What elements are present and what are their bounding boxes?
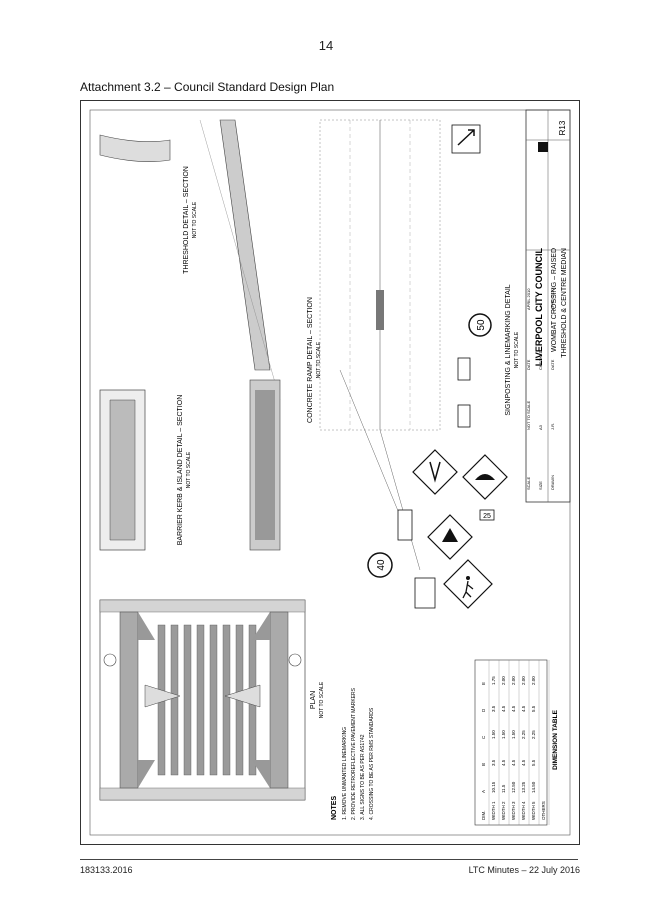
sign-25: 25 (483, 513, 491, 520)
dimension-table: DIM. A B C D E WIDTH 1 10.15 3.5 1.50 3.5 1.75WIDTH… (474, 659, 559, 826)
title-block-cell: DATE (550, 359, 555, 370)
dimension-cell: 5.5 (531, 705, 536, 712)
zebra-stripe (222, 624, 231, 776)
dimension-cell: WIDTH 2 (501, 801, 506, 820)
dimension-cell: 4.5 (511, 705, 516, 712)
signposting-scale: NOT TO SCALE (514, 331, 520, 368)
signposting-label: SIGNPOSTING & LINEMARKING DETAIL (505, 284, 512, 415)
signs-cluster: 25 40 (367, 449, 508, 609)
title-block-cell: A3 (538, 424, 543, 430)
crossing-ahead-sign (414, 577, 436, 609)
dimension-cell: 13.25 (521, 781, 526, 793)
title-block-cell: DATE (526, 359, 531, 370)
ramp-label: CONCRETE RAMP DETAIL – SECTION (307, 297, 314, 423)
title-block: R13 LIVERPOOL CITY COUNCIL WOMBAT CROSSI… (525, 109, 571, 503)
plan-view: PLAN NOT TO SCALE (99, 599, 325, 801)
note-line: 4. CROSSING TO BE AS PER RMS STANDARDS (369, 707, 375, 820)
dimension-cell: 2.00 (531, 676, 536, 685)
dimension-cell: 14.50 (531, 781, 536, 793)
drawing-number: R13 (558, 120, 567, 135)
no-overtaking-sign (457, 404, 471, 428)
footer-rule (80, 859, 578, 860)
title-block-cell: APRIL 2010 (526, 288, 531, 310)
title-block-cell: L.K. (538, 303, 543, 310)
dimension-cell: WIDTH 5 (531, 801, 536, 820)
dimension-header-cell: DIM. (481, 811, 486, 821)
keep-right-sign (451, 124, 481, 154)
threshold-label: THRESHOLD DETAIL – SECTION (183, 166, 190, 274)
pedestrian-warning-sign (412, 449, 458, 495)
zebra-stripe (183, 624, 192, 776)
zebra-stripe (196, 624, 205, 776)
dimension-cell: WIDTH 4 (521, 801, 526, 820)
dimension-header-cell: A (481, 790, 486, 793)
zebra-stripe (209, 624, 218, 776)
dimension-cell: 1.50 (491, 730, 496, 739)
drawing-title-2: THRESHOLD & CENTRE MEDIAN (561, 248, 568, 358)
dimension-cell: 12.50 (511, 781, 516, 793)
plan-scale: NOT TO SCALE (319, 681, 325, 718)
footer-reference: 183133.2016 (80, 865, 133, 875)
dimension-header-cell: E (481, 682, 486, 685)
dimension-cell: 1.75 (491, 676, 496, 685)
council-name: LIVERPOOL CITY COUNCIL (534, 248, 544, 367)
dimension-cell: 1.50 (501, 730, 506, 739)
title-block-cell: SCALE (526, 477, 531, 490)
dimension-cell: 11.5 (501, 784, 506, 793)
title-block-cell: CHECKED (538, 350, 543, 370)
dimension-header-cell: B (481, 763, 486, 766)
threshold-scale: NOT TO SCALE (192, 201, 198, 238)
dimension-cell: 2.25 (521, 730, 526, 739)
page-number: 14 (318, 38, 334, 53)
dimension-cell: 4.5 (511, 759, 516, 766)
speed-40-label: 40 (376, 559, 387, 571)
dimension-cell: 5.5 (531, 759, 536, 766)
kerb-scale: NOT TO SCALE (186, 451, 192, 488)
dimension-header-cell: C (481, 735, 486, 739)
footer-minutes: LTC Minutes – 22 July 2016 (468, 865, 580, 875)
note-line: 1. REMOVE UNWANTED LINEMARKING (342, 727, 348, 820)
dimension-cell: 1.50 (511, 730, 516, 739)
speed-50-label: 50 (476, 319, 487, 331)
dimension-header-cell: D (481, 708, 486, 712)
kerb-label: BARRIER KERB & ISLAND DETAIL – SECTION (177, 395, 184, 546)
ramp-detail: CONCRETE RAMP DETAIL – SECTION NOT TO SC… (249, 297, 322, 551)
note-line: 2. PROVIDE RETROREFLECTIVE PAVEMENT MARK… (351, 687, 357, 820)
note-line: 3. ALL SIGNS TO BE AS PER AS1742 (360, 734, 366, 820)
speed-limit-40-sign (367, 552, 393, 578)
title-block-cell: J.R. (550, 423, 555, 430)
kerb-detail: BARRIER KERB & ISLAND DETAIL – SECTION N… (99, 389, 192, 551)
dimension-cell: WIDTH 3 (511, 801, 516, 820)
regulatory-sign (457, 357, 471, 381)
dimension-cell: OTHERS (541, 801, 546, 820)
design-plan-drawing: R13 LIVERPOOL CITY COUNCIL WOMBAT CROSSI… (80, 100, 580, 845)
plan-label: PLAN (310, 691, 317, 709)
title-block-cell: NOT TO SCALE (526, 401, 531, 430)
dimension-table-title: DIMENSION TABLE (552, 709, 559, 769)
page-heading: Attachment 3.2 – Council Standard Design… (80, 80, 335, 94)
dimension-cell: 2.25 (531, 730, 536, 739)
threshold-detail: THRESHOLD DETAIL – SECTION NOT TO SCALE (99, 119, 281, 401)
speed-limit-50-sign (468, 313, 492, 337)
dimension-cell: 4.5 (521, 759, 526, 766)
ramp-scale: NOT TO SCALE (316, 341, 322, 378)
dimension-cell: WIDTH 1 (491, 801, 496, 820)
dimension-cell: 3.5 (491, 705, 496, 712)
dimension-cell: 2.00 (511, 676, 516, 685)
title-block-cell: SIZE (538, 481, 543, 490)
drawing-title-1: WOMBAT CROSSING – RAISED (551, 248, 558, 352)
zebra-stripe (170, 624, 179, 776)
dimension-cell: 2.00 (521, 676, 526, 685)
title-block-cell: DRAWN (550, 475, 555, 490)
notes-title: NOTES (331, 796, 338, 820)
title-block-cell: APRIL 2010 (550, 288, 555, 310)
dimension-cell: 4.5 (521, 705, 526, 712)
dimension-cell: 10.15 (491, 781, 496, 793)
dimension-cell: 3.5 (491, 759, 496, 766)
dimension-cell: 2.00 (501, 676, 506, 685)
dimension-cell: 4.5 (501, 759, 506, 766)
dimension-cell: 4.5 (501, 705, 506, 712)
